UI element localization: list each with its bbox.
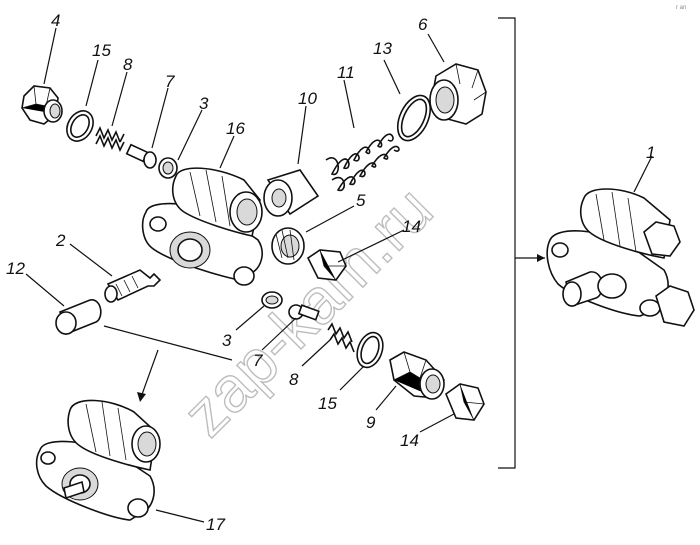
- part-hex-bolt-14-upper: [306, 249, 347, 281]
- part-sleeve-10: [263, 169, 320, 217]
- callout-15-upper: 15: [92, 41, 111, 60]
- part-valve-7: [125, 143, 157, 169]
- leader-group-to-body17: [103, 325, 233, 401]
- callout-16: 16: [226, 119, 245, 138]
- callout-8-lower: 8: [289, 370, 299, 389]
- callout-5: 5: [356, 191, 366, 210]
- part-valve-7-lower: [288, 304, 320, 321]
- callout-15-lower: 15: [318, 394, 337, 413]
- callout-7-lower: 7: [253, 351, 263, 370]
- callout-8-upper: 8: [123, 55, 133, 74]
- assembly-bracket: [498, 17, 516, 469]
- corner-mark: r an: [676, 5, 686, 11]
- part-spring-8: [95, 126, 125, 152]
- part-washer-15-inner: [70, 114, 90, 138]
- part-oring-13-inner: [400, 98, 428, 138]
- callout-14-upper: 14: [402, 217, 421, 236]
- callout-labels: 4 15 8 7 3 16 10 11 13 6 5 14 2 12 3 7 8…: [6, 11, 655, 534]
- part-ring-3-hole: [162, 161, 174, 175]
- part-hex-fitting-6: [429, 63, 487, 125]
- bracket-arrowhead: [537, 254, 545, 262]
- part-cap-12: [55, 299, 102, 336]
- leader-group-arrowhead: [137, 392, 146, 402]
- part-hex-plug-4: [21, 85, 63, 125]
- callout-14-lower: 14: [400, 431, 419, 450]
- callout-13: 13: [373, 39, 392, 58]
- part-hex-bolt-14-lower: [445, 383, 485, 421]
- part-threaded-plug-5: [271, 227, 305, 265]
- callout-1: 1: [646, 143, 655, 162]
- callout-6: 6: [418, 15, 428, 34]
- part-pump-body-16: [141, 167, 263, 286]
- callout-2: 2: [55, 231, 66, 250]
- callout-7-upper: 7: [165, 72, 175, 91]
- callout-3-lower: 3: [222, 331, 232, 350]
- part-assembled-pump-1: [546, 188, 695, 327]
- callout-11: 11: [337, 63, 355, 82]
- part-spring-8-lower: [327, 322, 355, 353]
- callout-10: 10: [298, 89, 317, 108]
- callout-4: 4: [51, 11, 60, 30]
- part-union-9: [389, 351, 445, 400]
- part-plunger-2: [104, 269, 162, 303]
- callout-9: 9: [366, 413, 376, 432]
- part-spring-11: [325, 133, 400, 192]
- part-pump-body-17: [35, 399, 161, 521]
- callout-12: 12: [6, 259, 25, 278]
- callout-3-upper: 3: [199, 94, 209, 113]
- part-ring-3-lower-hole: [265, 295, 279, 305]
- callout-17: 17: [206, 515, 225, 534]
- leader-lines: [25, 27, 653, 523]
- part-washer-15-lower-inner: [360, 335, 380, 365]
